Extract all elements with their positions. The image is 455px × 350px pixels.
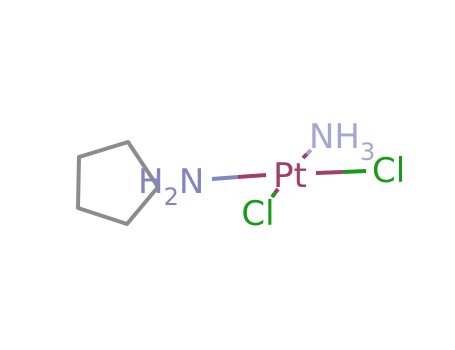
bonds [211, 148, 367, 199]
bond-pt-cl-right-a [315, 170, 344, 175]
cyclopentyl-ring [76, 140, 160, 226]
amine-subscript: 2 [164, 183, 179, 211]
bond-pt-cl-bottom-a [273, 187, 280, 195]
ammonia-nh: NH [309, 117, 360, 157]
bond-pt-nh3-a [301, 152, 309, 160]
atom-pt-label: Pt [273, 156, 307, 196]
atom-amine-label: H2N [138, 162, 204, 211]
bond-pt-cl-bottom-b [270, 191, 277, 199]
amine-h: H [138, 162, 164, 202]
atom-ammonia-label: NH3 [309, 117, 375, 166]
atom-cl-right-label: Cl [372, 151, 405, 191]
bond-pt-cl-right-b [342, 169, 367, 174]
atom-cl-bottom-label: Cl [241, 194, 274, 234]
ring-bonds [76, 140, 160, 226]
bond-n-pt-a [211, 175, 239, 181]
bond-pt-nh3-b [305, 148, 313, 156]
ammonia-subscript: 3 [360, 138, 375, 166]
atom-labels: Pt H2N NH3 Cl Cl [138, 117, 405, 234]
bond-n-pt-b [237, 173, 267, 179]
amine-n: N [179, 162, 204, 202]
